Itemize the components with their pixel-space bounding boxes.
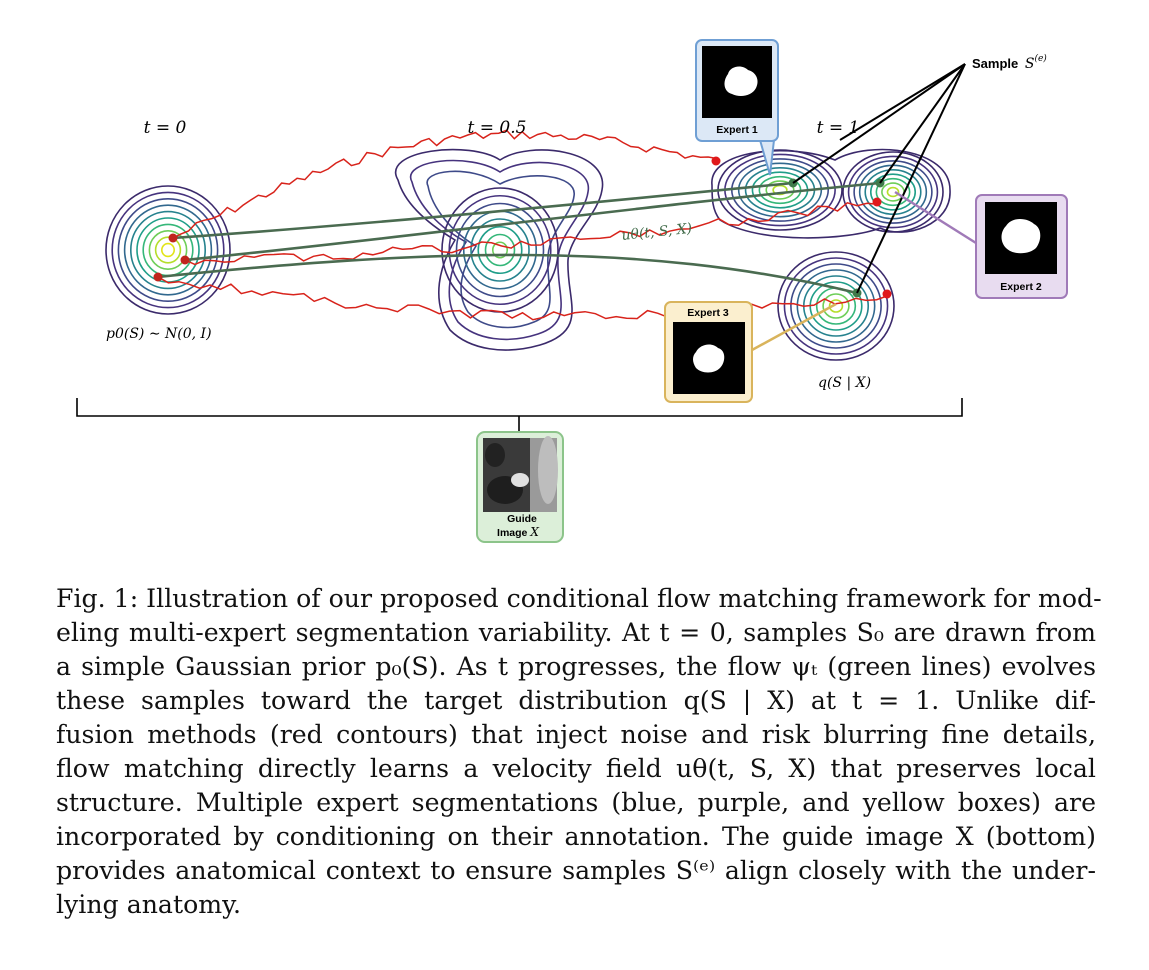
contour-ring <box>869 173 917 211</box>
contour-ring <box>842 151 944 233</box>
caption-line: incorporated by conditioning on their an… <box>56 822 1096 851</box>
contour-ring <box>853 160 933 224</box>
guide-label-line1: Guide <box>507 513 537 525</box>
caption-line: lying anatomy. <box>56 890 242 919</box>
expert-3-label: Expert 3 <box>687 307 729 319</box>
contour-ring <box>858 164 928 220</box>
flow-matching-figure: Sample S(e) t = 0 t = 0.5 t = 1 p0(S) ∼ … <box>76 39 1068 543</box>
contour-ring <box>111 191 225 309</box>
contour-ring <box>802 275 870 337</box>
noise-end-point <box>711 156 721 166</box>
intermediate-contours <box>394 148 604 351</box>
time-label-t0: t = 0 <box>144 118 187 138</box>
flow-line-3 <box>157 253 858 295</box>
noise-path <box>157 276 888 321</box>
contour-ring <box>777 251 895 361</box>
start-point <box>180 255 190 265</box>
time-label-t05: t = 0.5 <box>468 118 527 138</box>
caption-line: fusion methods (red contours) that injec… <box>56 720 1096 749</box>
caption-line: flow matching directly learns a velocity… <box>56 754 1096 783</box>
expert-2-label: Expert 2 <box>1000 281 1042 293</box>
caption-line: eling multi-expert segmentation variabil… <box>56 618 1096 647</box>
contour-ring <box>886 186 900 198</box>
contour-ring <box>491 241 509 259</box>
contour-ring <box>790 263 882 349</box>
prior-gaussian-contours <box>105 185 231 315</box>
contour-ring <box>117 198 219 303</box>
caption-line: structure. Multiple expert segmentations… <box>56 788 1096 817</box>
flow-line-1 <box>172 181 794 240</box>
contour-ring <box>875 177 911 207</box>
caption-line: provides anatomical context to ensure sa… <box>56 856 1096 885</box>
contour-ring <box>828 299 844 313</box>
expert-1-label: Expert 1 <box>716 124 758 136</box>
flow-lines <box>157 181 881 295</box>
contour-ring <box>448 194 552 306</box>
caption-line: a simple Gaussian prior p₀(S). As t prog… <box>56 652 1096 681</box>
conditioning-bracket <box>76 398 963 433</box>
contour-ring <box>426 170 575 329</box>
contour-ring <box>864 168 922 216</box>
prior-label: p0(S) ∼ N(0, I) <box>106 326 212 342</box>
noise-path <box>172 129 717 239</box>
expert-1-box: Expert 1 <box>695 39 779 176</box>
target-label: q(S | X) <box>818 375 871 391</box>
expert-3-box: Expert 3 <box>664 301 837 403</box>
contour-ring <box>136 217 200 283</box>
contour-ring <box>796 269 876 343</box>
time-label-t1: t = 1 <box>817 118 860 138</box>
start-point <box>168 233 178 243</box>
contour-ring <box>484 233 516 267</box>
diffusion-noise-paths <box>157 129 888 321</box>
contour-ring <box>470 218 530 282</box>
noise-end-point <box>882 289 892 299</box>
contour-ring <box>123 204 213 296</box>
contour-ring <box>154 236 182 264</box>
start-point <box>153 272 163 282</box>
caption-line: Fig. 1: Illustration of our proposed con… <box>56 584 1102 613</box>
figure-caption: Fig. 1: Illustration of our proposed con… <box>56 582 1102 922</box>
contour-ring <box>783 257 889 355</box>
contour-ring <box>148 230 188 271</box>
contour-ring <box>394 148 604 351</box>
noise-end-point <box>872 197 882 207</box>
contour-ring <box>130 210 207 290</box>
contour-ring <box>105 185 231 315</box>
noise-path <box>184 201 878 266</box>
contour-ring <box>455 202 545 298</box>
expert-2-box: Expert 2 <box>894 190 1068 299</box>
caption-line: these samples toward the target distribu… <box>56 686 1096 715</box>
sample-pointer-lines <box>792 63 966 294</box>
velocity-label: uθ(t, S, X) <box>621 221 693 244</box>
contour-ring <box>765 180 795 200</box>
contour-ring <box>161 242 176 258</box>
contour-ring <box>477 225 523 275</box>
flow-line-2 <box>184 181 881 262</box>
contour-ring <box>822 293 850 319</box>
sample-label: Sample S(e) <box>972 53 1047 72</box>
contour-ring <box>847 155 939 229</box>
